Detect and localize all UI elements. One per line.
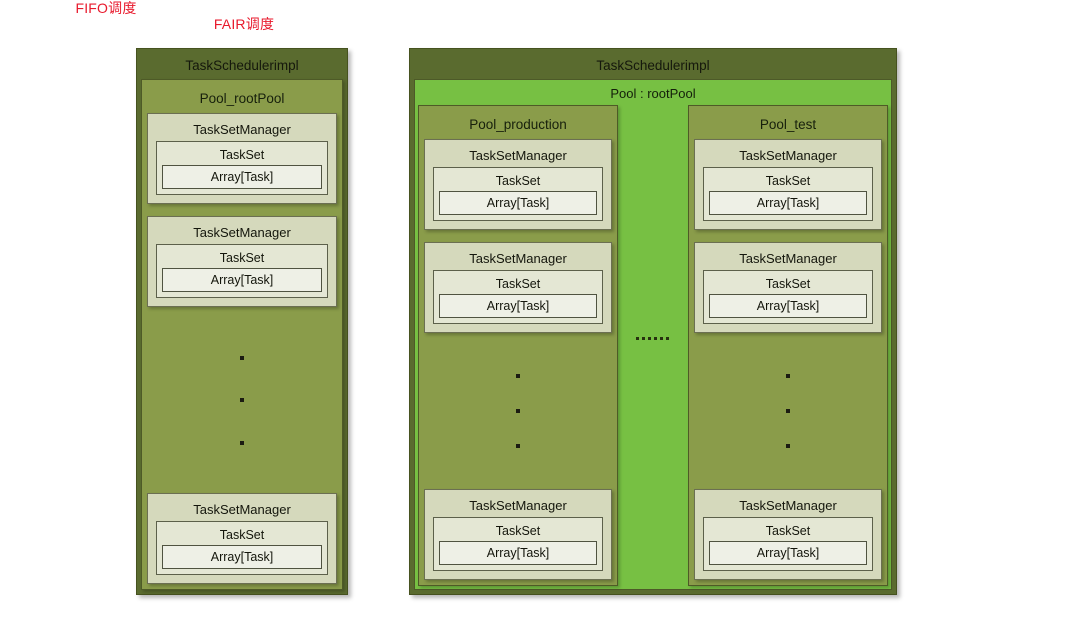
task-set: TaskSet Array[Task] <box>433 270 603 324</box>
task-set: TaskSet Array[Task] <box>703 270 873 324</box>
array-task: Array[Task] <box>709 294 867 318</box>
fair-root-pool: Pool : rootPool Pool_production TaskSetM… <box>414 79 892 590</box>
ellipsis-dot <box>786 444 790 448</box>
task-set-manager: TaskSetManager TaskSet Array[Task] <box>424 139 612 230</box>
task-set-title: TaskSet <box>765 174 811 188</box>
ellipsis-dot <box>786 409 790 413</box>
task-set: TaskSet Array[Task] <box>433 167 603 221</box>
array-task: Array[Task] <box>162 545 322 569</box>
task-set-title: TaskSet <box>219 528 265 542</box>
task-set: TaskSet Array[Task] <box>703 517 873 571</box>
task-set-manager-title: TaskSetManager <box>739 498 837 513</box>
ellipsis-dot <box>240 398 244 402</box>
ellipsis-dot <box>642 337 645 340</box>
ellipsis-dot <box>636 337 639 340</box>
ellipsis-dot <box>648 337 651 340</box>
fifo-scheduler-title: TaskSchedulerimpl <box>185 58 299 73</box>
array-task: Array[Task] <box>162 268 322 292</box>
array-task: Array[Task] <box>709 541 867 565</box>
task-set-manager: TaskSetManager TaskSet Array[Task] <box>147 113 337 204</box>
task-set-manager-title: TaskSetManager <box>739 148 837 163</box>
task-set: TaskSet Array[Task] <box>156 521 328 575</box>
ellipsis-dot <box>786 374 790 378</box>
task-set-manager-title: TaskSetManager <box>469 251 567 266</box>
task-set-manager: TaskSetManager TaskSet Array[Task] <box>694 139 882 230</box>
horizontal-ellipsis-icon <box>636 337 669 340</box>
task-set-manager: TaskSetManager TaskSet Array[Task] <box>424 489 612 580</box>
ellipsis-dot <box>516 409 520 413</box>
task-set-manager-title: TaskSetManager <box>193 122 291 137</box>
task-set: TaskSet Array[Task] <box>433 517 603 571</box>
task-set-title: TaskSet <box>765 277 811 291</box>
fifo-diagram-caption: FIFO调度 <box>75 0 137 16</box>
task-set-manager: TaskSetManager TaskSet Array[Task] <box>694 489 882 580</box>
task-set-title: TaskSet <box>765 524 811 538</box>
task-set-title: TaskSet <box>219 251 265 265</box>
ellipsis-dot <box>666 337 669 340</box>
task-set-manager: TaskSetManager TaskSet Array[Task] <box>147 216 337 307</box>
fifo-diagram: TaskSchedulerimpl Pool_rootPool TaskSetM… <box>136 48 348 595</box>
vertical-ellipsis-icon <box>424 333 612 489</box>
fair-diagram: TaskSchedulerimpl Pool : rootPool Pool_p… <box>409 48 897 595</box>
array-task: Array[Task] <box>439 541 597 565</box>
array-task: Array[Task] <box>439 191 597 215</box>
fifo-task-scheduler-impl: TaskSchedulerimpl Pool_rootPool TaskSetM… <box>136 48 348 595</box>
array-task: Array[Task] <box>162 165 322 189</box>
task-set: TaskSet Array[Task] <box>156 141 328 195</box>
task-set-title: TaskSet <box>495 524 541 538</box>
task-set-title: TaskSet <box>495 174 541 188</box>
array-task: Array[Task] <box>709 191 867 215</box>
task-set-title: TaskSet <box>495 277 541 291</box>
vertical-ellipsis-icon <box>147 307 337 493</box>
pool-title: Pool_test <box>759 117 817 132</box>
task-set-manager-title: TaskSetManager <box>193 502 291 517</box>
pool-production: Pool_production TaskSetManager TaskSet A… <box>418 105 618 586</box>
fair-root-pool-title: Pool : rootPool <box>610 86 696 101</box>
task-set-manager-title: TaskSetManager <box>469 498 567 513</box>
fair-pool-row: Pool_production TaskSetManager TaskSet A… <box>418 105 888 586</box>
task-set-manager-title: TaskSetManager <box>469 148 567 163</box>
fair-scheduler-title: TaskSchedulerimpl <box>596 58 710 73</box>
ellipsis-dot <box>516 444 520 448</box>
fifo-pool-rootpool: Pool_rootPool TaskSetManager TaskSet Arr… <box>141 79 343 590</box>
pool-title: Pool_production <box>469 117 567 132</box>
fair-diagram-caption: FAIR调度 <box>213 16 275 32</box>
ellipsis-dot <box>516 374 520 378</box>
task-set-manager: TaskSetManager TaskSet Array[Task] <box>147 493 337 584</box>
task-set-manager: TaskSetManager TaskSet Array[Task] <box>424 242 612 333</box>
ellipsis-dot <box>240 440 244 445</box>
task-set-manager: TaskSetManager TaskSet Array[Task] <box>694 242 882 333</box>
task-set-title: TaskSet <box>219 148 265 162</box>
fifo-pool-title: Pool_rootPool <box>199 91 285 106</box>
task-set-manager-title: TaskSetManager <box>193 225 291 240</box>
ellipsis-dot <box>240 355 244 360</box>
task-set-manager-title: TaskSetManager <box>739 251 837 266</box>
fair-task-scheduler-impl: TaskSchedulerimpl Pool : rootPool Pool_p… <box>409 48 897 595</box>
ellipsis-dot <box>654 337 657 340</box>
ellipsis-dot <box>660 337 663 340</box>
vertical-ellipsis-icon <box>694 333 882 489</box>
task-set: TaskSet Array[Task] <box>703 167 873 221</box>
task-set: TaskSet Array[Task] <box>156 244 328 298</box>
array-task: Array[Task] <box>439 294 597 318</box>
pool-test: Pool_test TaskSetManager TaskSet Array[T… <box>688 105 888 586</box>
